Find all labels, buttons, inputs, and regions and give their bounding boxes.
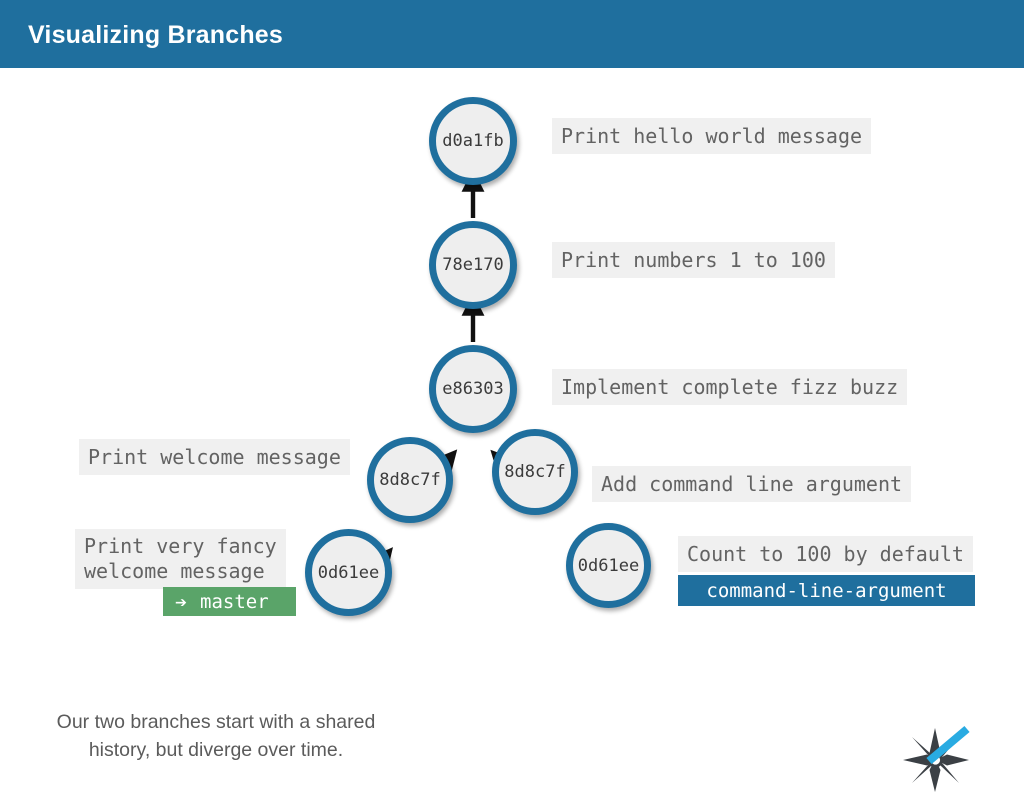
commit-message-fizzbuzz: Implement complete fizz buzz [552, 369, 908, 405]
commit-graph: d0a1fb 78e170 e86303 8d8c7f 8d8c7f 0d61e… [0, 68, 1024, 792]
commit-hash-label: d0a1fb [442, 131, 504, 151]
commit-hash-label: 8d8c7f [379, 470, 441, 490]
commit-message-add-cla: Add command line argument [592, 466, 912, 502]
commit-node-8d8c7f-right[interactable]: 8d8c7f [492, 429, 578, 515]
commit-node-8d8c7f-left[interactable]: 8d8c7f [367, 437, 453, 523]
commit-node-0d61ee-right[interactable]: 0d61ee [566, 523, 651, 608]
commit-hash-label: 0d61ee [577, 555, 640, 576]
edge-layer [353, 168, 616, 595]
branch-name-label: command-line-argument [706, 579, 947, 602]
commit-hash-label: 78e170 [442, 255, 504, 275]
branch-badge-command-line-argument[interactable]: command-line-argument [678, 575, 975, 606]
spark-star-logo [903, 725, 970, 792]
commit-hash-label: e86303 [442, 379, 504, 399]
commit-hash-label: 8d8c7f [504, 462, 566, 482]
commit-node-78e170[interactable]: 78e170 [429, 221, 517, 309]
commit-message-hello-world: Print hello world message [552, 118, 872, 154]
commit-node-0d61ee-left[interactable]: 0d61ee [305, 529, 392, 616]
spark-line-icon [926, 725, 970, 765]
branch-name-label: master [200, 590, 269, 613]
header-bar: Visualizing Branches [0, 0, 1024, 68]
branch-badge-master[interactable]: ➔ master [163, 587, 296, 616]
commit-message-welcome: Print welcome message [79, 439, 350, 475]
commit-message-fancy-welcome: Print very fancy welcome message [75, 529, 286, 589]
arrow-right-icon: ➔ [175, 589, 188, 614]
commit-message-count-default: Count to 100 by default [678, 536, 973, 572]
commit-message-numbers: Print numbers 1 to 100 [552, 242, 835, 278]
commit-node-e86303[interactable]: e86303 [429, 345, 517, 433]
commit-hash-label: 0d61ee [317, 562, 380, 583]
commit-node-d0a1fb[interactable]: d0a1fb [429, 97, 517, 185]
page-title: Visualizing Branches [28, 21, 284, 49]
slide-caption: Our two branches start with a shared his… [56, 711, 376, 761]
